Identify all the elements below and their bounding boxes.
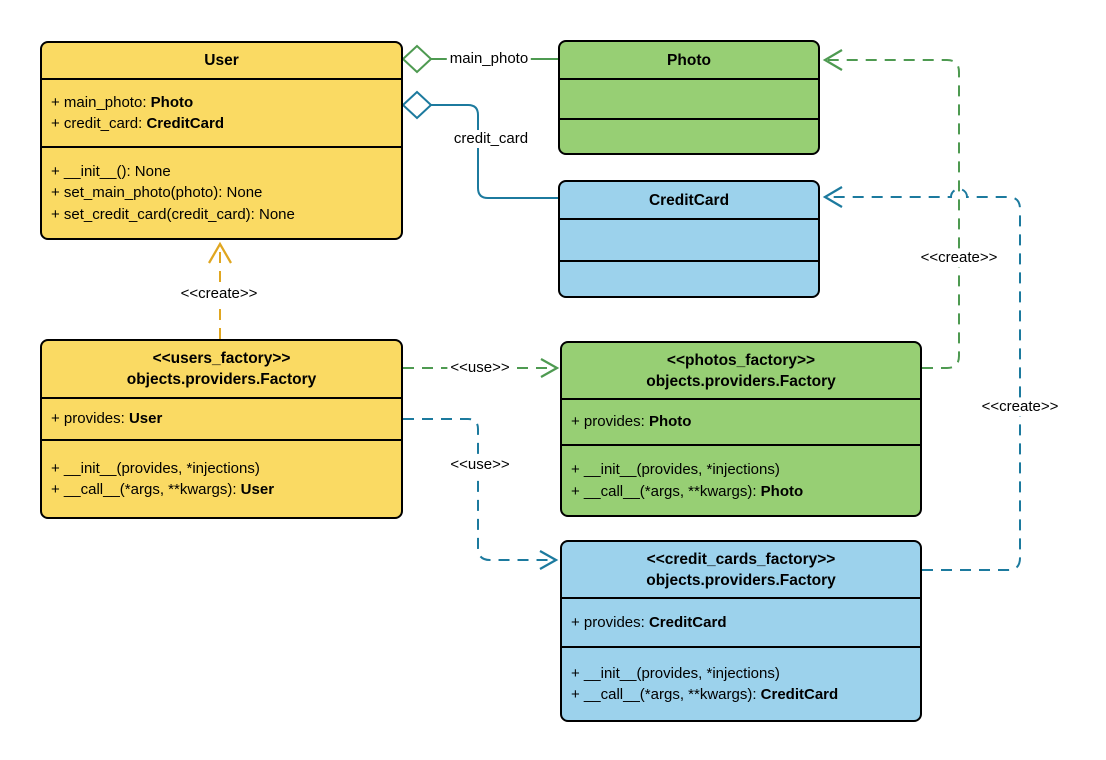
aggregation-diamond-icon xyxy=(401,90,433,120)
aggregation-diamond-icon xyxy=(401,44,433,74)
method-call: + __call__(*args, **kwargs): Photo xyxy=(571,481,920,503)
method-text: + __init__(provides, *injections) xyxy=(51,459,260,477)
attribute-text: + provides: xyxy=(571,413,649,431)
attributes-compartment: + provides: Photo xyxy=(562,398,920,444)
class-name-label: objects.providers.Factory xyxy=(126,371,317,388)
attribute-type: Photo xyxy=(648,413,692,431)
class-title: <<users_factory>> objects.providers.Fact… xyxy=(42,341,401,397)
attribute-type: CreditCard xyxy=(146,115,224,132)
attribute-text: + provides: xyxy=(571,613,649,631)
open-arrowhead-icon xyxy=(208,241,232,264)
stereotype-label: <<credit_cards_factory>> xyxy=(646,550,836,568)
stereotype-label: <<users_factory>> xyxy=(152,350,291,367)
method-text: + __init__(): None xyxy=(51,162,171,180)
class-name-label: objects.providers.Factory xyxy=(646,571,836,589)
attributes-compartment: + provides: CreditCard xyxy=(562,597,920,646)
method-text: + __init__(provides, *injections) xyxy=(571,461,780,478)
class-users-factory: <<users_factory>> objects.providers.Fact… xyxy=(40,339,403,519)
method-type: CreditCard xyxy=(760,686,839,703)
class-credit-cards-factory: <<credit_cards_factory>> objects.provide… xyxy=(560,540,922,722)
method-text: + __call__(*args, **kwargs): xyxy=(51,481,241,498)
class-name-label: Photo xyxy=(667,51,711,69)
method-init: + __init__(): None xyxy=(51,161,401,183)
class-title: Photo xyxy=(560,42,818,78)
method-text: + __init__(provides, *injections) xyxy=(571,664,780,682)
methods-compartment xyxy=(560,118,818,153)
class-name-label: User xyxy=(204,52,239,69)
methods-compartment xyxy=(560,260,818,296)
class-photos-factory: <<photos_factory>> objects.providers.Fac… xyxy=(560,341,922,517)
class-name-label: objects.providers.Factory xyxy=(646,372,836,390)
attribute-type: Photo xyxy=(150,93,194,111)
attribute-main-photo: + main_photo: Photo xyxy=(51,92,401,114)
attribute-credit-card: + credit_card: CreditCard xyxy=(51,113,401,135)
attributes-compartment: + main_photo: Photo + credit_card: Credi… xyxy=(42,78,401,146)
attribute-provides: + provides: Photo xyxy=(571,411,920,433)
method-call: + __call__(*args, **kwargs): User xyxy=(51,479,401,501)
edge-label-main-photo: main_photo xyxy=(446,50,532,68)
attribute-text: + provides: xyxy=(51,410,129,428)
method-text: + __call__(*args, **kwargs): xyxy=(571,482,761,500)
edge-label-use-photos: <<use>> xyxy=(447,359,513,377)
methods-compartment: + __init__(provides, *injections) + __ca… xyxy=(562,444,920,515)
method-init: + __init__(provides, *injections) xyxy=(571,459,920,481)
method-type: User xyxy=(240,481,275,498)
edge-label-use-credit-cards: <<use>> xyxy=(447,456,513,474)
edge-create-credit-card xyxy=(828,188,1021,571)
attribute-text: + main_photo: xyxy=(51,93,151,111)
method-set-credit-card: + set_credit_card(credit_card): None xyxy=(51,204,401,226)
edge-label-create-photo: <<create>> xyxy=(917,249,1001,267)
attribute-type: User xyxy=(128,410,163,428)
class-user: User + main_photo: Photo + credit_card: … xyxy=(40,41,403,240)
methods-compartment: + __init__(provides, *injections) + __ca… xyxy=(42,439,401,517)
attributes-compartment xyxy=(560,218,818,260)
attributes-compartment xyxy=(560,78,818,118)
method-type: Photo xyxy=(760,482,804,500)
method-call: + __call__(*args, **kwargs): CreditCard xyxy=(571,684,920,706)
attributes-compartment: + provides: User xyxy=(42,397,401,439)
edge-label-create-user: <<create>> xyxy=(177,285,261,303)
method-init: + __init__(provides, *injections) xyxy=(571,663,920,685)
method-text: + __call__(*args, **kwargs): xyxy=(571,686,761,703)
attribute-type: CreditCard xyxy=(648,613,727,631)
class-name-label: CreditCard xyxy=(648,191,730,209)
edge-label-create-credit-card: <<create>> xyxy=(978,398,1062,416)
methods-compartment: + __init__(): None + set_main_photo(phot… xyxy=(42,146,401,238)
class-title: <<credit_cards_factory>> objects.provide… xyxy=(562,542,920,597)
method-init: + __init__(provides, *injections) xyxy=(51,458,401,480)
method-text: + set_credit_card(credit_card): None xyxy=(51,205,295,223)
methods-compartment: + __init__(provides, *injections) + __ca… xyxy=(562,646,920,720)
open-arrowhead-icon xyxy=(822,186,843,208)
edge-credit-card xyxy=(431,104,558,199)
attribute-provides: + provides: CreditCard xyxy=(571,612,920,634)
open-arrowhead-icon xyxy=(540,358,560,378)
stereotype-label: <<photos_factory>> xyxy=(666,351,816,369)
class-credit-card: CreditCard xyxy=(558,180,820,298)
edge-create-photo xyxy=(828,59,960,369)
method-set-main-photo: + set_main_photo(photo): None xyxy=(51,182,401,204)
open-arrowhead-icon xyxy=(822,49,843,71)
open-arrowhead-icon xyxy=(539,550,559,570)
class-title: User xyxy=(42,43,401,78)
attribute-text: + credit_card: xyxy=(51,115,147,132)
class-title: CreditCard xyxy=(560,182,818,218)
edge-use-credit-cards-factory xyxy=(403,418,550,561)
edge-label-credit-card: credit_card xyxy=(450,130,532,148)
method-text: + set_main_photo(photo): None xyxy=(51,184,263,202)
attribute-provides: + provides: User xyxy=(51,408,401,430)
class-title: <<photos_factory>> objects.providers.Fac… xyxy=(562,343,920,398)
class-photo: Photo xyxy=(558,40,820,155)
